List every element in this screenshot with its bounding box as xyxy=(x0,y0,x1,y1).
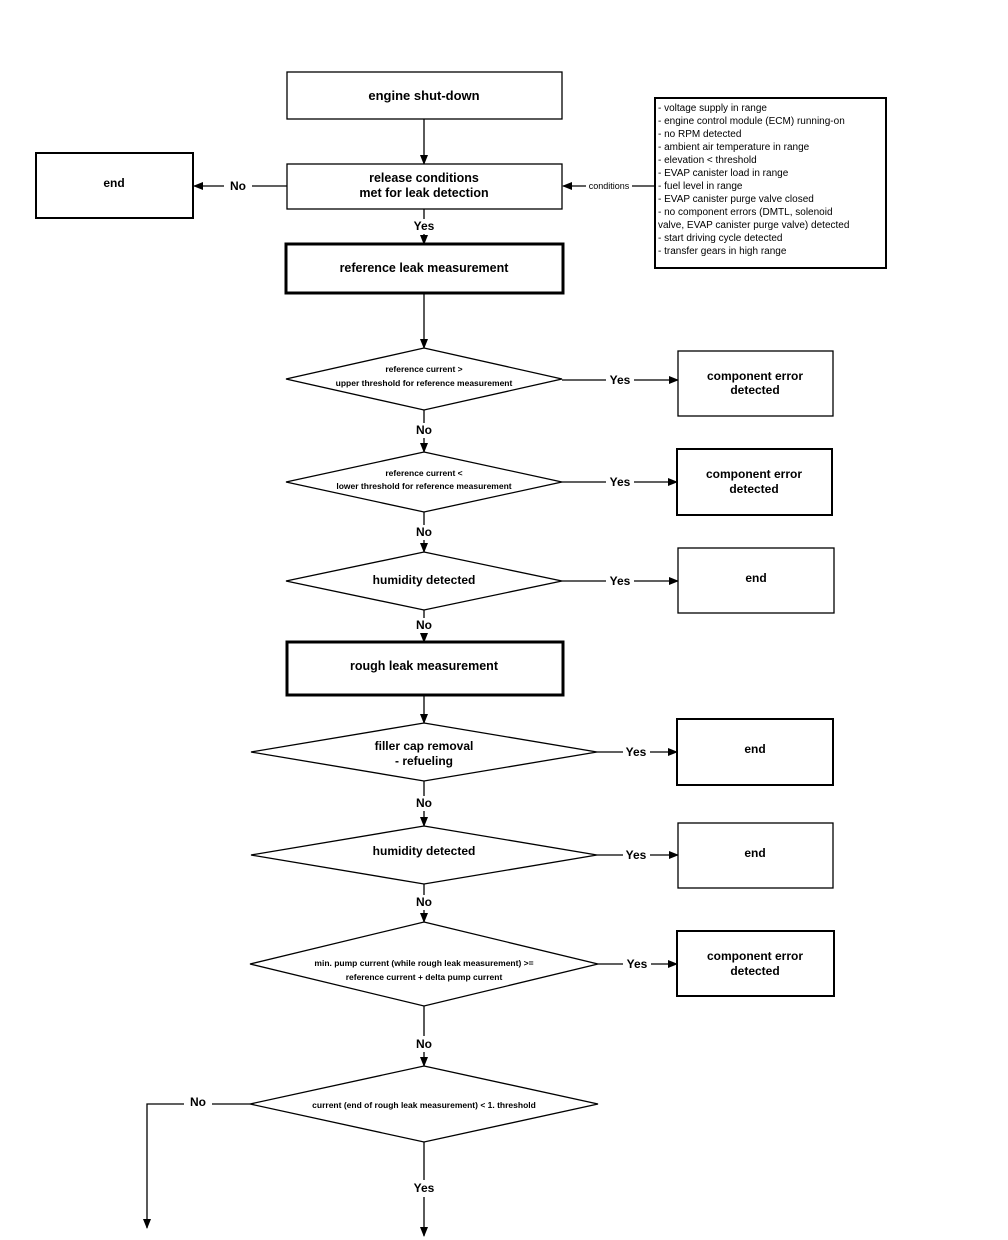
min-pump-line2: reference current + delta pump current xyxy=(346,972,503,982)
end-box-3-label: end xyxy=(744,846,765,860)
condition-item: - ambient air temperature in range xyxy=(658,142,810,153)
component-error-2-line1: component error xyxy=(706,467,802,481)
humidity-2-label: humidity detected xyxy=(373,844,476,858)
component-error-1-line1: component error xyxy=(707,369,803,383)
end-box-2-label: end xyxy=(744,742,765,756)
component-error-box-3 xyxy=(676,930,835,997)
release-conditions-line2: met for leak detection xyxy=(359,186,488,200)
filler-cap-yes-label: Yes xyxy=(626,745,647,759)
reference-leak-box xyxy=(284,242,565,295)
component-error-1-line2: detected xyxy=(730,383,779,397)
end-box-1-label: end xyxy=(745,571,766,585)
end-box-3 xyxy=(677,822,834,889)
rough-leak-label: rough leak measurement xyxy=(350,659,499,673)
conditions-list-box xyxy=(654,97,887,269)
component-error-3-line1: component error xyxy=(707,949,803,963)
ref-upper-line2: upper threshold for reference measuremen… xyxy=(336,378,513,388)
humidity-1-no-label: No xyxy=(416,618,432,632)
condition-item: - EVAP canister load in range xyxy=(658,168,789,179)
ref-lower-line2: lower threshold for reference measuremen… xyxy=(336,481,511,491)
release-no-label: No xyxy=(230,179,246,193)
condition-item: - start driving cycle detected xyxy=(658,233,783,244)
rough-leak-box xyxy=(285,640,565,697)
end-left-box xyxy=(35,152,194,219)
condition-item: - fuel level in range xyxy=(658,181,743,192)
release-conditions-box xyxy=(286,163,563,210)
release-yes-label: Yes xyxy=(414,219,435,233)
condition-item: - no RPM detected xyxy=(658,129,741,140)
humidity-1-label: humidity detected xyxy=(373,573,476,587)
engine-shutdown-label: engine shut-down xyxy=(368,88,479,103)
component-error-box-2 xyxy=(676,448,833,516)
filler-cap-no-label: No xyxy=(416,796,432,810)
condition-item: - engine control module (ECM) running-on xyxy=(658,116,845,127)
arrow-current-end-no-down xyxy=(143,1103,184,1229)
reference-leak-label: reference leak measurement xyxy=(340,261,510,275)
end-box-1 xyxy=(677,547,835,614)
min-pump-yes-label: Yes xyxy=(627,957,648,971)
current-end-label: current (end of rough leak measurement) … xyxy=(312,1100,536,1110)
filler-cap-line2: - refueling xyxy=(395,754,453,768)
condition-item: valve, EVAP canister purge valve) detect… xyxy=(658,220,849,231)
current-end-no-label: No xyxy=(190,1095,206,1109)
humidity-2-no-label: No xyxy=(416,895,432,909)
current-end-yes-label: Yes xyxy=(414,1181,435,1195)
condition-item: - voltage supply in range xyxy=(658,103,767,114)
condition-item: - no component errors (DMTL, solenoid xyxy=(658,207,833,218)
ref-lower-yes-label: Yes xyxy=(610,475,631,489)
condition-item: - transfer gears in high range xyxy=(658,246,787,257)
conditions-list: - voltage supply in range - engine contro… xyxy=(658,103,849,257)
humidity-1-yes-label: Yes xyxy=(610,574,631,588)
component-error-box-1 xyxy=(677,350,834,417)
release-conditions-line1: release conditions xyxy=(369,171,479,185)
min-pump-no-label: No xyxy=(416,1037,432,1051)
component-error-2-line2: detected xyxy=(729,482,778,496)
filler-cap-line1: filler cap removal xyxy=(375,739,474,753)
component-error-3-line2: detected xyxy=(730,964,779,978)
ref-lower-no-label: No xyxy=(416,525,432,539)
ref-upper-no-label: No xyxy=(416,423,432,437)
ref-lower-line1: reference current < xyxy=(385,468,462,478)
ref-upper-line1: reference current > xyxy=(385,364,462,374)
condition-item: - EVAP canister purge valve closed xyxy=(658,194,814,205)
end-box-2 xyxy=(676,718,834,786)
engine-shutdown-box xyxy=(286,71,563,120)
humidity-2-yes-label: Yes xyxy=(626,848,647,862)
condition-item: - elevation < threshold xyxy=(658,155,757,166)
min-pump-line1: min. pump current (while rough leak meas… xyxy=(314,958,533,968)
conditions-label: conditions xyxy=(589,181,630,191)
ref-upper-yes-label: Yes xyxy=(610,373,631,387)
end-left-label: end xyxy=(103,176,124,190)
